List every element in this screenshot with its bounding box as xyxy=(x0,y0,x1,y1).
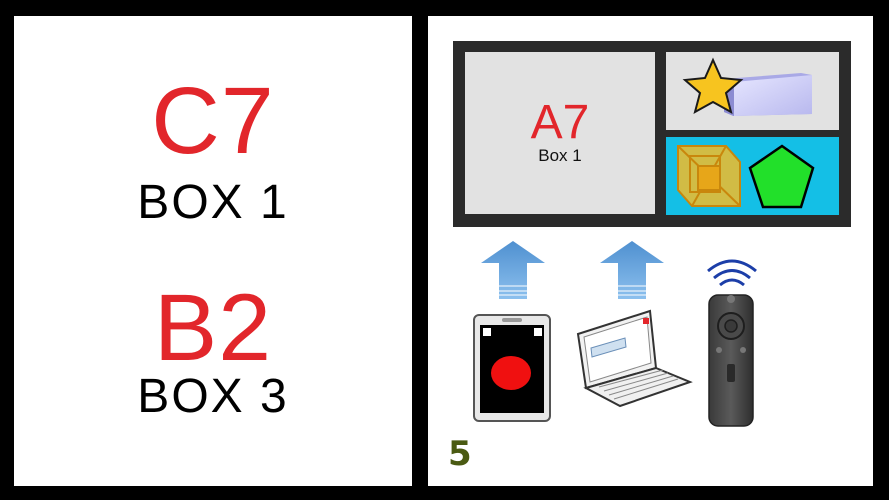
main-tile-box: Box 1 xyxy=(538,146,581,165)
signal-waves-icon xyxy=(708,261,756,285)
code-b2: B2 xyxy=(14,281,412,376)
main-tile-code: A7 xyxy=(531,96,590,149)
left-panel: C7 BOX 1 B2 BOX 3 xyxy=(14,16,412,486)
step-number: 5 xyxy=(448,434,472,474)
right-panel: A7 Box 1 xyxy=(428,16,873,486)
up-arrow-phone xyxy=(481,241,545,299)
box-label-1: BOX 1 xyxy=(14,179,412,227)
illustration: A7 Box 1 xyxy=(428,16,873,486)
code-c7: C7 xyxy=(14,74,412,169)
cube-wireframe-icon xyxy=(678,146,740,206)
phone-icon xyxy=(474,315,550,421)
laptop-icon xyxy=(578,311,690,406)
tv-screen: A7 Box 1 xyxy=(453,41,851,227)
box-label-3: BOX 3 xyxy=(14,373,412,421)
remote-icon xyxy=(708,261,756,426)
up-arrow-laptop xyxy=(600,241,664,299)
